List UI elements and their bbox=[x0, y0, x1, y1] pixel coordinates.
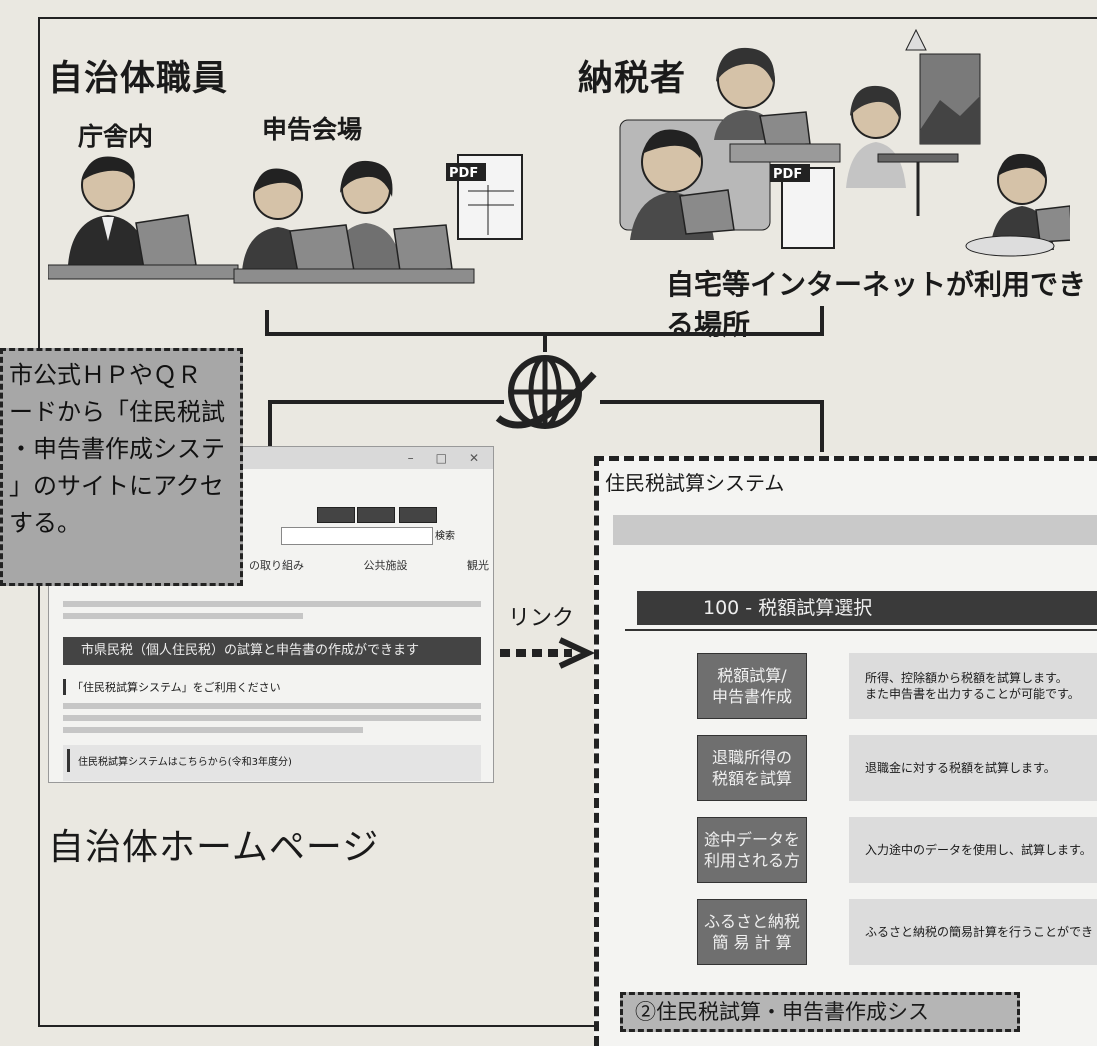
connector bbox=[820, 306, 824, 336]
search-button[interactable]: 検索 bbox=[435, 531, 455, 542]
pdf-document-icon: PDF bbox=[446, 154, 523, 240]
venue-laptop-icon bbox=[289, 224, 453, 274]
globe-icon bbox=[495, 355, 597, 429]
office-laptop-icon bbox=[135, 214, 197, 270]
office-person-icon bbox=[68, 156, 148, 265]
connector bbox=[600, 400, 824, 404]
connector bbox=[543, 332, 547, 352]
hp-section-heading: 「住民税試算システム」をご利用ください bbox=[63, 679, 281, 695]
taxpayer-laptop-icon-1 bbox=[679, 189, 735, 235]
tax-estimation-app: 住民税試算システム 100 - 税額試算選択 税額試算/ 申告書作成 所得、控除… bbox=[594, 456, 1097, 1046]
hp-button[interactable] bbox=[399, 507, 437, 523]
app-title: 住民税試算システム bbox=[605, 471, 785, 495]
venue-label: 申告会場 bbox=[262, 115, 363, 144]
app-menubar bbox=[613, 515, 1097, 545]
nav-item[interactable]: の取り組み bbox=[249, 559, 304, 572]
link-label: リンク bbox=[508, 606, 575, 631]
row-description: ふるさと納税の簡易計算を行うことができ bbox=[849, 899, 1097, 965]
text-line bbox=[63, 613, 303, 619]
tax-estimate-button[interactable]: 税額試算/ 申告書作成 bbox=[697, 653, 807, 719]
retirement-income-button[interactable]: 退職所得の 税額を試算 bbox=[697, 735, 807, 801]
text-line bbox=[63, 601, 481, 607]
taxpayer-laptop-icon-3 bbox=[1035, 205, 1070, 243]
pdf-label-2: PDF bbox=[773, 167, 802, 182]
connector bbox=[268, 400, 272, 448]
hp-banner: 市県民税（個人住民税）の試算と申告書の作成ができます bbox=[63, 637, 481, 665]
taxpayer-illustration: PDF bbox=[619, 28, 1070, 257]
row-description: 退職金に対する税額を試算します。 bbox=[849, 735, 1097, 801]
hp-link-heading: 住民税試算システムはこちらから(令和3年度分) bbox=[67, 749, 477, 772]
app-section-header: 100 - 税額試算選択 bbox=[637, 591, 1097, 625]
text-line bbox=[63, 727, 363, 733]
hp-button[interactable] bbox=[357, 507, 395, 523]
homepage-caption: 自治体ホームページ bbox=[48, 827, 380, 868]
system-caption-box: ②住民税試算・申告書作成シス bbox=[620, 992, 1020, 1032]
staff-heading: 自治体職員 bbox=[48, 59, 229, 99]
hp-link-box[interactable]: 住民税試算システムはこちらから(令和3年度分) bbox=[63, 745, 481, 781]
hp-nav: の取り組み 公共施設 観光 bbox=[249, 557, 489, 573]
pdf-label: PDF bbox=[449, 166, 478, 181]
nav-item[interactable]: 公共施設 bbox=[363, 559, 408, 572]
taxpayer-laptop-icon-2 bbox=[759, 111, 811, 147]
text-line bbox=[63, 703, 481, 709]
maximize-icon[interactable]: □ bbox=[435, 451, 447, 465]
office-label: 庁舎内 bbox=[78, 122, 154, 151]
nav-item[interactable]: 観光 bbox=[467, 559, 489, 572]
site-search-input[interactable] bbox=[281, 527, 433, 545]
taxpayer-person-icon-3 bbox=[846, 85, 906, 188]
row-description: 所得、控除額から税額を試算します。 また申告書を出力することが可能です。 bbox=[849, 653, 1097, 719]
taxpayer-heading: 納税者 bbox=[578, 59, 687, 99]
row-description: 入力途中のデータを使用し、試算します。 bbox=[849, 817, 1097, 883]
lamp-icon bbox=[905, 28, 927, 51]
access-callout: 市公式ＨＰやＱＲ ードから「住民税試 ・申告書作成システ 」のサイトにアクセ す… bbox=[0, 348, 243, 586]
connector bbox=[820, 400, 824, 452]
resume-data-button[interactable]: 途中データを 利用される方 bbox=[697, 817, 807, 883]
taxpayer-person-icon-2 bbox=[714, 47, 778, 140]
text-line bbox=[63, 715, 481, 721]
connector bbox=[268, 400, 504, 404]
close-icon[interactable]: ✕ bbox=[468, 451, 479, 465]
divider bbox=[625, 629, 1097, 631]
home-label: 自宅等インターネットが利用できる場所 bbox=[666, 268, 1087, 341]
hp-button[interactable] bbox=[317, 507, 355, 523]
furusato-tax-button[interactable]: ふるさと納税 簡 易 計 算 bbox=[697, 899, 807, 965]
minimize-icon[interactable]: – bbox=[407, 451, 414, 465]
staff-illustration: PDF bbox=[48, 154, 523, 284]
arrow-right-icon bbox=[500, 637, 596, 669]
connector bbox=[265, 310, 269, 336]
